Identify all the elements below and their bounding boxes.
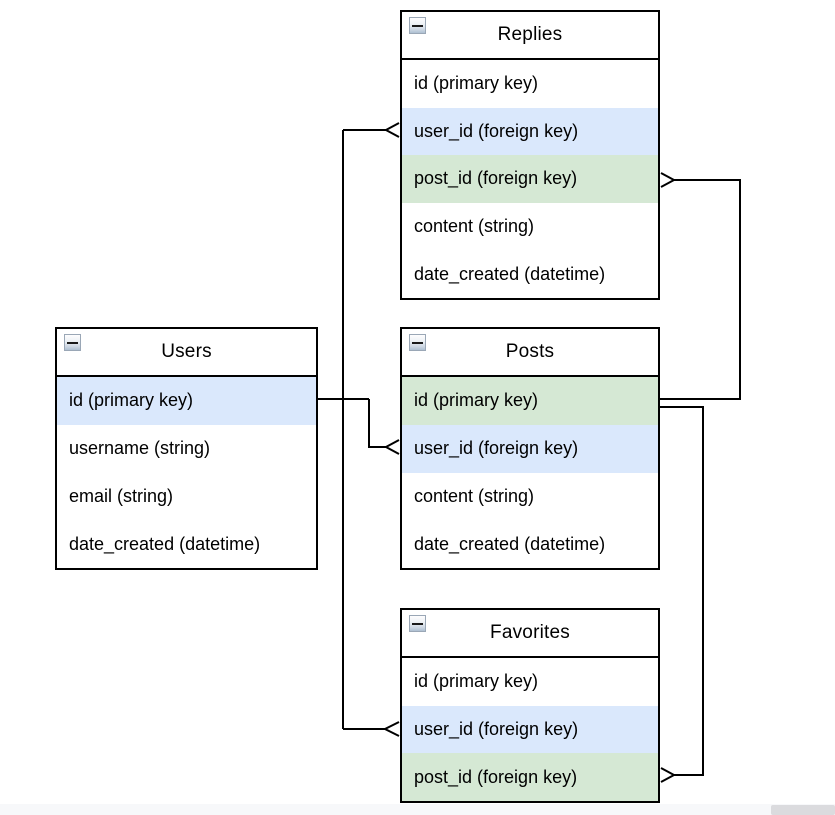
table-favorites[interactable]: Favorites id (primary key) user_id (fore… [400, 608, 660, 803]
horizontal-scrollbar[interactable] [0, 804, 835, 815]
table-favorites-header[interactable]: Favorites [402, 610, 658, 658]
table-title: Users [161, 341, 212, 362]
table-users[interactable]: Users id (primary key) username (string)… [55, 327, 318, 570]
table-users-header[interactable]: Users [57, 329, 316, 377]
table-posts-header[interactable]: Posts [402, 329, 658, 377]
arrow-posts-user-id-icon [383, 439, 400, 455]
connector-users-id[interactable] [318, 122, 400, 737]
table-replies[interactable]: Replies id (primary key) user_id (foreig… [400, 10, 660, 300]
table-row[interactable]: email (string) [57, 472, 316, 521]
table-row[interactable]: username (string) [57, 424, 316, 473]
collapse-icon[interactable] [64, 334, 81, 351]
table-row[interactable]: date_created (datetime) [402, 520, 658, 568]
table-row[interactable]: date_created (datetime) [57, 520, 316, 568]
table-row[interactable]: post_id (foreign key) [402, 753, 658, 802]
table-row[interactable]: user_id (foreign key) [402, 424, 658, 473]
table-row[interactable]: content (string) [402, 472, 658, 521]
table-row[interactable]: id (primary key) [402, 60, 658, 108]
arrow-favorites-user-id-icon [382, 721, 400, 737]
table-row[interactable]: user_id (foreign key) [402, 107, 658, 156]
table-row[interactable]: user_id (foreign key) [402, 705, 658, 754]
connector-posts-favorites[interactable] [660, 406, 704, 776]
table-row[interactable]: id (primary key) [402, 377, 658, 425]
arrow-replies-post-id-icon [660, 172, 677, 188]
scrollbar-thumb[interactable] [771, 805, 835, 815]
arrow-replies-user-id-icon [383, 122, 400, 138]
table-title: Favorites [490, 622, 570, 643]
collapse-icon[interactable] [409, 17, 426, 34]
connector-posts-id[interactable] [660, 172, 741, 783]
table-row[interactable]: id (primary key) [57, 377, 316, 425]
collapse-icon[interactable] [409, 334, 426, 351]
table-row[interactable]: content (string) [402, 202, 658, 251]
table-title: Posts [505, 341, 555, 362]
table-title: Replies [497, 24, 563, 45]
connector-posts-replies[interactable] [660, 179, 741, 400]
collapse-icon[interactable] [409, 615, 426, 632]
table-replies-header[interactable]: Replies [402, 12, 658, 60]
connector-users-posts[interactable] [318, 398, 386, 448]
arrow-favorites-post-id-icon [660, 767, 677, 783]
table-row[interactable]: post_id (foreign key) [402, 155, 658, 203]
table-row[interactable]: date_created (datetime) [402, 250, 658, 298]
table-posts[interactable]: Posts id (primary key) user_id (foreign … [400, 327, 660, 570]
table-row[interactable]: id (primary key) [402, 658, 658, 706]
